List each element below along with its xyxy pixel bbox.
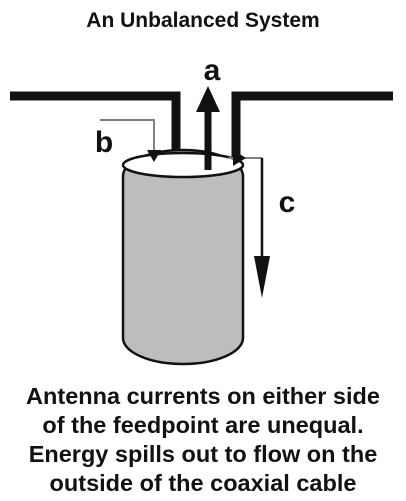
antenna-left-element (10, 91, 181, 166)
caption-line-4: outside of the coaxial cable (50, 470, 357, 496)
caption-line-2: of the feedpoint are unequal. (42, 412, 363, 438)
label-c: c (279, 186, 296, 219)
caption-line-3: Energy spills out to flow on the (29, 441, 378, 467)
diagram-title: An Unbalanced System (86, 9, 319, 32)
coaxial-cable-body (121, 148, 245, 366)
current-b-arrowhead (147, 150, 161, 162)
label-b: b (95, 126, 113, 159)
current-c-entry-arrowhead (233, 150, 246, 166)
current-b-path (100, 119, 155, 150)
label-a: a (204, 54, 221, 87)
current-c-arrowhead (254, 256, 270, 298)
current-a-arrowhead (196, 86, 220, 112)
coaxial-cable-top (121, 151, 245, 179)
antenna-right-element (231, 91, 393, 166)
caption-line-1: Antenna currents on either side (26, 383, 380, 409)
